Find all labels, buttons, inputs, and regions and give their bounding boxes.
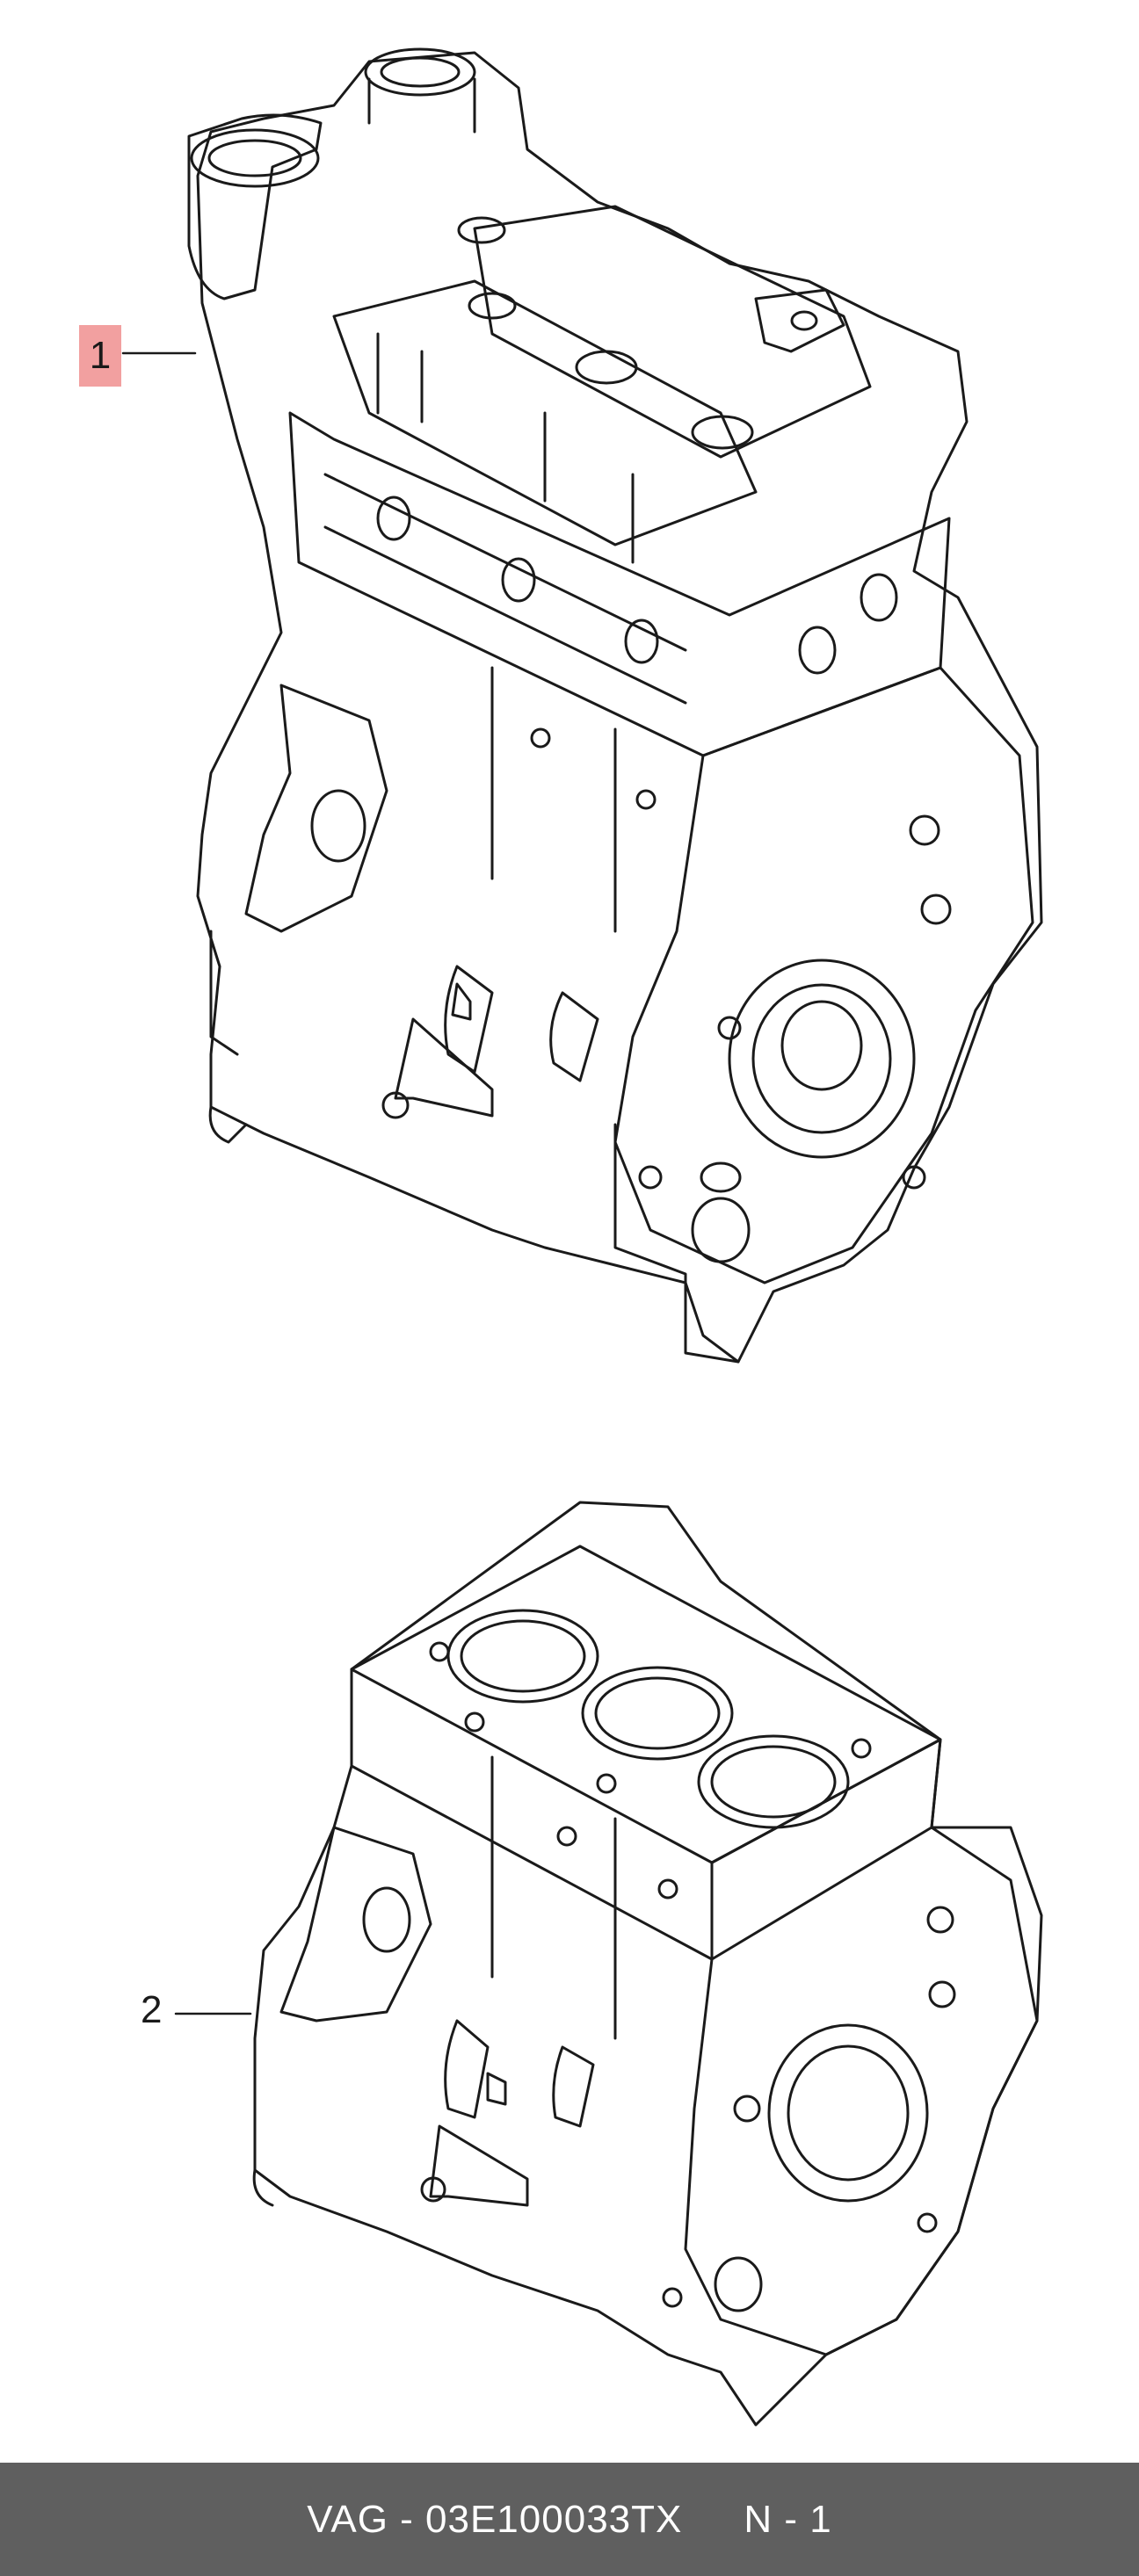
cam-cover-rear (473, 205, 872, 459)
engine-mount-bracket (244, 684, 388, 933)
crank-seal (728, 959, 916, 1159)
upper-port (364, 47, 476, 97)
part-number: VAG - 03E100033TX (307, 2497, 683, 2541)
cylinder-head-face (288, 411, 951, 757)
footer-caption: VAG - 03E100033TX N - 1 (0, 2463, 1139, 2576)
block-front-face (684, 1826, 1039, 2356)
complete-engine-illustration (187, 47, 1043, 1364)
block-deck (350, 1545, 942, 1864)
timing-cover (613, 666, 1034, 1284)
page-label: N - 1 (744, 2497, 832, 2541)
short-block-outline (253, 1501, 1043, 2427)
short-block-illustration (252, 1501, 1043, 2427)
footer-band (0, 2463, 1139, 2576)
cylinder-bore-2 (581, 1666, 734, 1761)
engine-outline (196, 51, 1043, 1364)
cam-cover-front (332, 279, 758, 546)
coolant-port (190, 128, 320, 188)
coolant-pipe (187, 113, 323, 300)
oil-nozzle (429, 2124, 529, 2207)
callout-2[interactable]: 2 (141, 1988, 163, 2031)
block-mount-bracket (279, 1826, 432, 2022)
cylinder-bore-1 (446, 1609, 599, 1704)
oil-pump-fitting (394, 1017, 494, 1118)
cam-sensor (754, 288, 845, 353)
cylinder-bore-3 (697, 1734, 850, 1829)
callout-1[interactable]: 1 (79, 325, 121, 387)
rear-main-seal (767, 2023, 929, 2203)
